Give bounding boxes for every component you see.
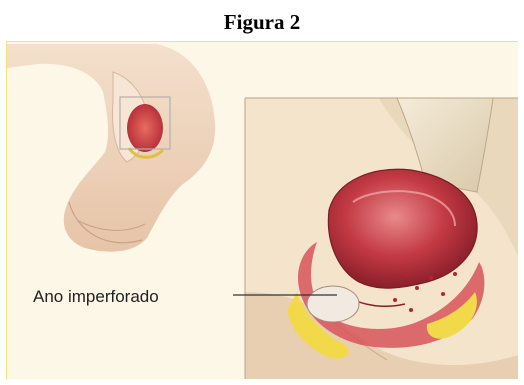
callout-label: Ano imperforado xyxy=(33,287,159,307)
zoomed-detail-panel xyxy=(245,98,518,379)
figure-title: Figura 2 xyxy=(0,10,524,34)
infant-overview xyxy=(7,44,215,252)
anatomical-illustration xyxy=(7,42,518,379)
figure-frame: Ano imperforado xyxy=(6,41,518,379)
